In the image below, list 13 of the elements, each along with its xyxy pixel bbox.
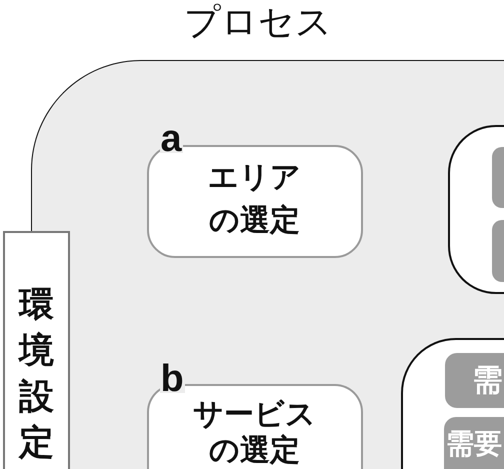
tile [492,146,504,208]
callout-letter: b [160,364,185,392]
title: プロセス [184,3,332,43]
box-label: エリアの選定 [207,158,302,240]
rounded-panel [400,338,504,468]
vertical-label: 環境設定 [18,284,55,465]
side-box [3,231,70,469]
tile [444,352,504,408]
box-label: サービスの選定 [192,396,317,468]
tile [492,220,504,282]
tile [444,416,504,468]
tile-label: 需要 [444,426,503,460]
tile-label: 需 [472,364,503,398]
